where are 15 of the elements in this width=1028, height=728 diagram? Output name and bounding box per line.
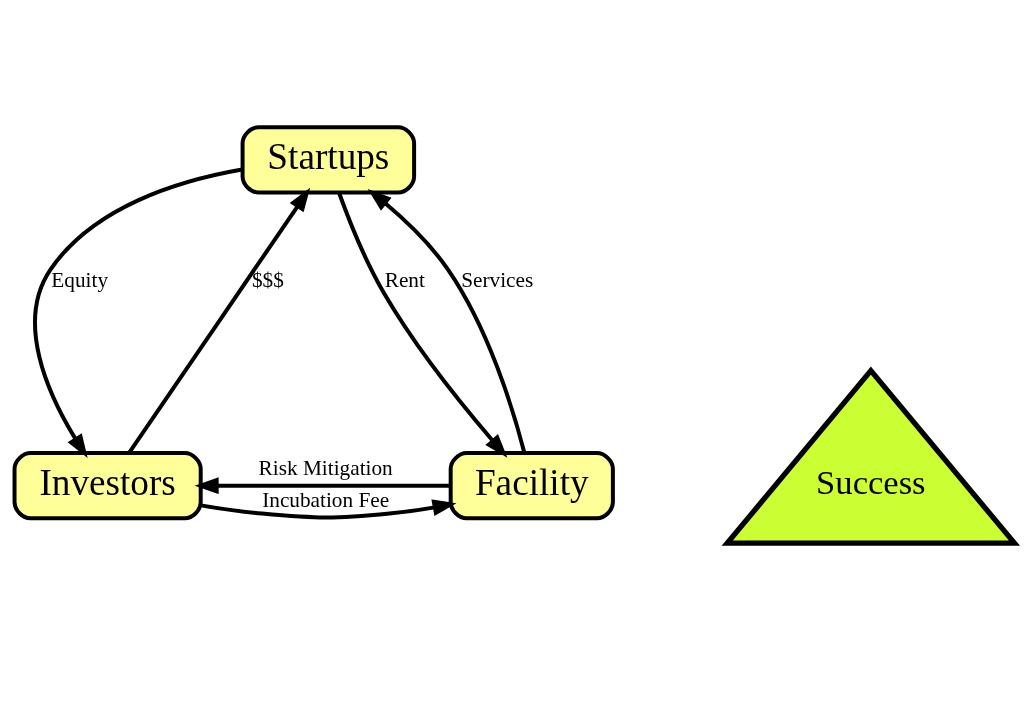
arrow — [367, 188, 526, 454]
edge-label: Rent — [384, 267, 425, 292]
edge-label: Risk Mitigation — [258, 455, 393, 480]
node-box: Startups — [240, 125, 416, 195]
edge-label: Services — [460, 267, 533, 292]
edge-label: $$$ — [251, 267, 284, 292]
arrow — [127, 187, 310, 454]
arrow — [200, 499, 456, 520]
arrow — [336, 192, 507, 458]
edge-label: Incubation Fee — [261, 487, 389, 512]
arrow — [194, 477, 450, 495]
node-box: Investors — [12, 451, 203, 521]
node-box: Facility — [448, 451, 615, 521]
edge-label: Equity — [50, 267, 108, 292]
arrow — [32, 167, 242, 458]
